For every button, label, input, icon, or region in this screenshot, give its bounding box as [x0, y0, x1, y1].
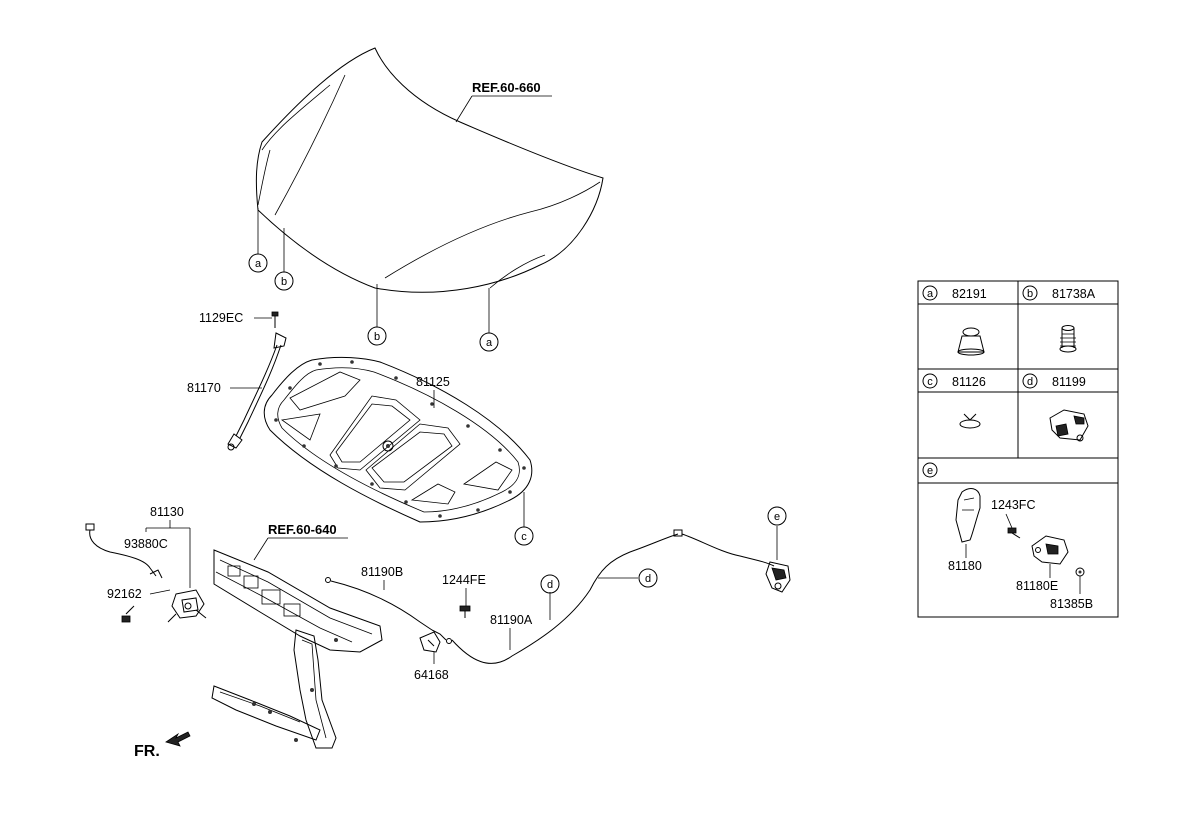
cable-holder-81199-icon — [1049, 409, 1089, 442]
leader-92162 — [149, 589, 171, 595]
legend-cell-c: c 81126 — [922, 373, 986, 429]
bumper-82191-icon — [957, 327, 985, 356]
label-1244FE: 1244FE — [442, 573, 486, 587]
hood-panel[interactable] — [255, 47, 604, 293]
label-81125: 81125 — [416, 375, 450, 389]
legend-c-part: 81126 — [952, 375, 986, 389]
legend-cell-e: e 81180 1243FC 81180E 81385B — [922, 462, 1093, 611]
svg-text:a: a — [486, 337, 493, 349]
legend-cell-a: a 82191 — [922, 285, 987, 356]
legend-a-letter: a — [927, 288, 934, 300]
callout-d-left[interactable]: d — [540, 574, 560, 594]
lever-bracket-81180E-icon — [1031, 535, 1069, 565]
label-81190A: 81190A — [490, 613, 533, 627]
bolt-92162[interactable] — [121, 605, 135, 623]
legend-d-part: 81199 — [1052, 375, 1086, 389]
callout-d-right[interactable]: d — [638, 568, 658, 588]
hood-stay-rod[interactable] — [227, 332, 287, 451]
bolt-1244FE[interactable] — [459, 605, 471, 618]
label-81130: 81130 — [150, 505, 184, 519]
release-handle-assembly[interactable] — [765, 561, 791, 593]
legend-e-part-81180: 81180 — [948, 559, 982, 573]
label-81170: 81170 — [187, 381, 221, 395]
release-cable-81190B[interactable] — [325, 577, 452, 644]
legend-e-part-1243FC: 1243FC — [991, 498, 1035, 512]
front-direction-label: FR. — [134, 743, 160, 760]
carrier-ref-label: REF.60-640 — [268, 522, 337, 537]
callout-e[interactable]: e — [767, 506, 787, 526]
legend-e-letter: e — [927, 465, 933, 477]
front-direction-arrow-icon — [165, 731, 191, 747]
hood-switch-harness-93880C[interactable] — [85, 523, 163, 579]
svg-text:d: d — [547, 579, 553, 591]
callout-a-right[interactable]: a — [479, 332, 499, 352]
bumper-81738A-icon — [1059, 325, 1077, 353]
legend-cell-d: d 81199 — [1022, 373, 1089, 442]
label-1129EC: 1129EC — [199, 311, 243, 325]
label-92162: 92162 — [107, 587, 142, 601]
legend-b-letter: b — [1027, 288, 1033, 300]
hood-insulator-pad[interactable] — [263, 356, 533, 523]
svg-text:b: b — [374, 331, 380, 343]
nut-81385B-icon — [1075, 567, 1085, 577]
hood-latch-81130[interactable] — [167, 589, 207, 623]
radiator-support-carrier[interactable] — [211, 549, 383, 749]
release-handle-81180-icon — [955, 488, 981, 543]
svg-text:b: b — [281, 276, 287, 288]
bolt-1129EC[interactable] — [271, 311, 279, 328]
label-64168: 64168 — [414, 668, 449, 682]
carrier-ref-leader — [253, 537, 269, 561]
legend-cell-b: b 81738A — [1022, 285, 1096, 353]
leader-81130 — [145, 520, 191, 588]
legend-e-part-81180E: 81180E — [1016, 579, 1058, 593]
hood-ref-label: REF.60-660 — [472, 80, 541, 95]
svg-text:d: d — [645, 573, 651, 585]
legend-c-letter: c — [927, 376, 933, 388]
legend-table — [917, 280, 1119, 618]
svg-text:e: e — [774, 511, 780, 523]
label-93880C: 93880C — [124, 537, 168, 551]
clip-81126-icon — [959, 413, 981, 429]
callout-b-center[interactable]: b — [367, 326, 387, 346]
release-cable-81190A[interactable] — [451, 529, 775, 664]
hood-ref-leader — [455, 95, 473, 123]
legend-e-part-81385B: 81385B — [1050, 597, 1093, 611]
svg-text:c: c — [521, 531, 527, 543]
cable-clip-64168[interactable] — [419, 631, 441, 653]
label-81190B: 81190B — [361, 565, 403, 579]
legend-a-part: 82191 — [952, 287, 987, 301]
legend-b-part: 81738A — [1052, 287, 1096, 301]
callout-a-left[interactable]: a — [248, 253, 268, 273]
screw-1243FC-icon — [1007, 527, 1021, 539]
svg-text:a: a — [255, 258, 262, 270]
callout-c[interactable]: c — [514, 526, 534, 546]
legend-d-letter: d — [1027, 376, 1033, 388]
callout-b-left[interactable]: b — [274, 271, 294, 291]
